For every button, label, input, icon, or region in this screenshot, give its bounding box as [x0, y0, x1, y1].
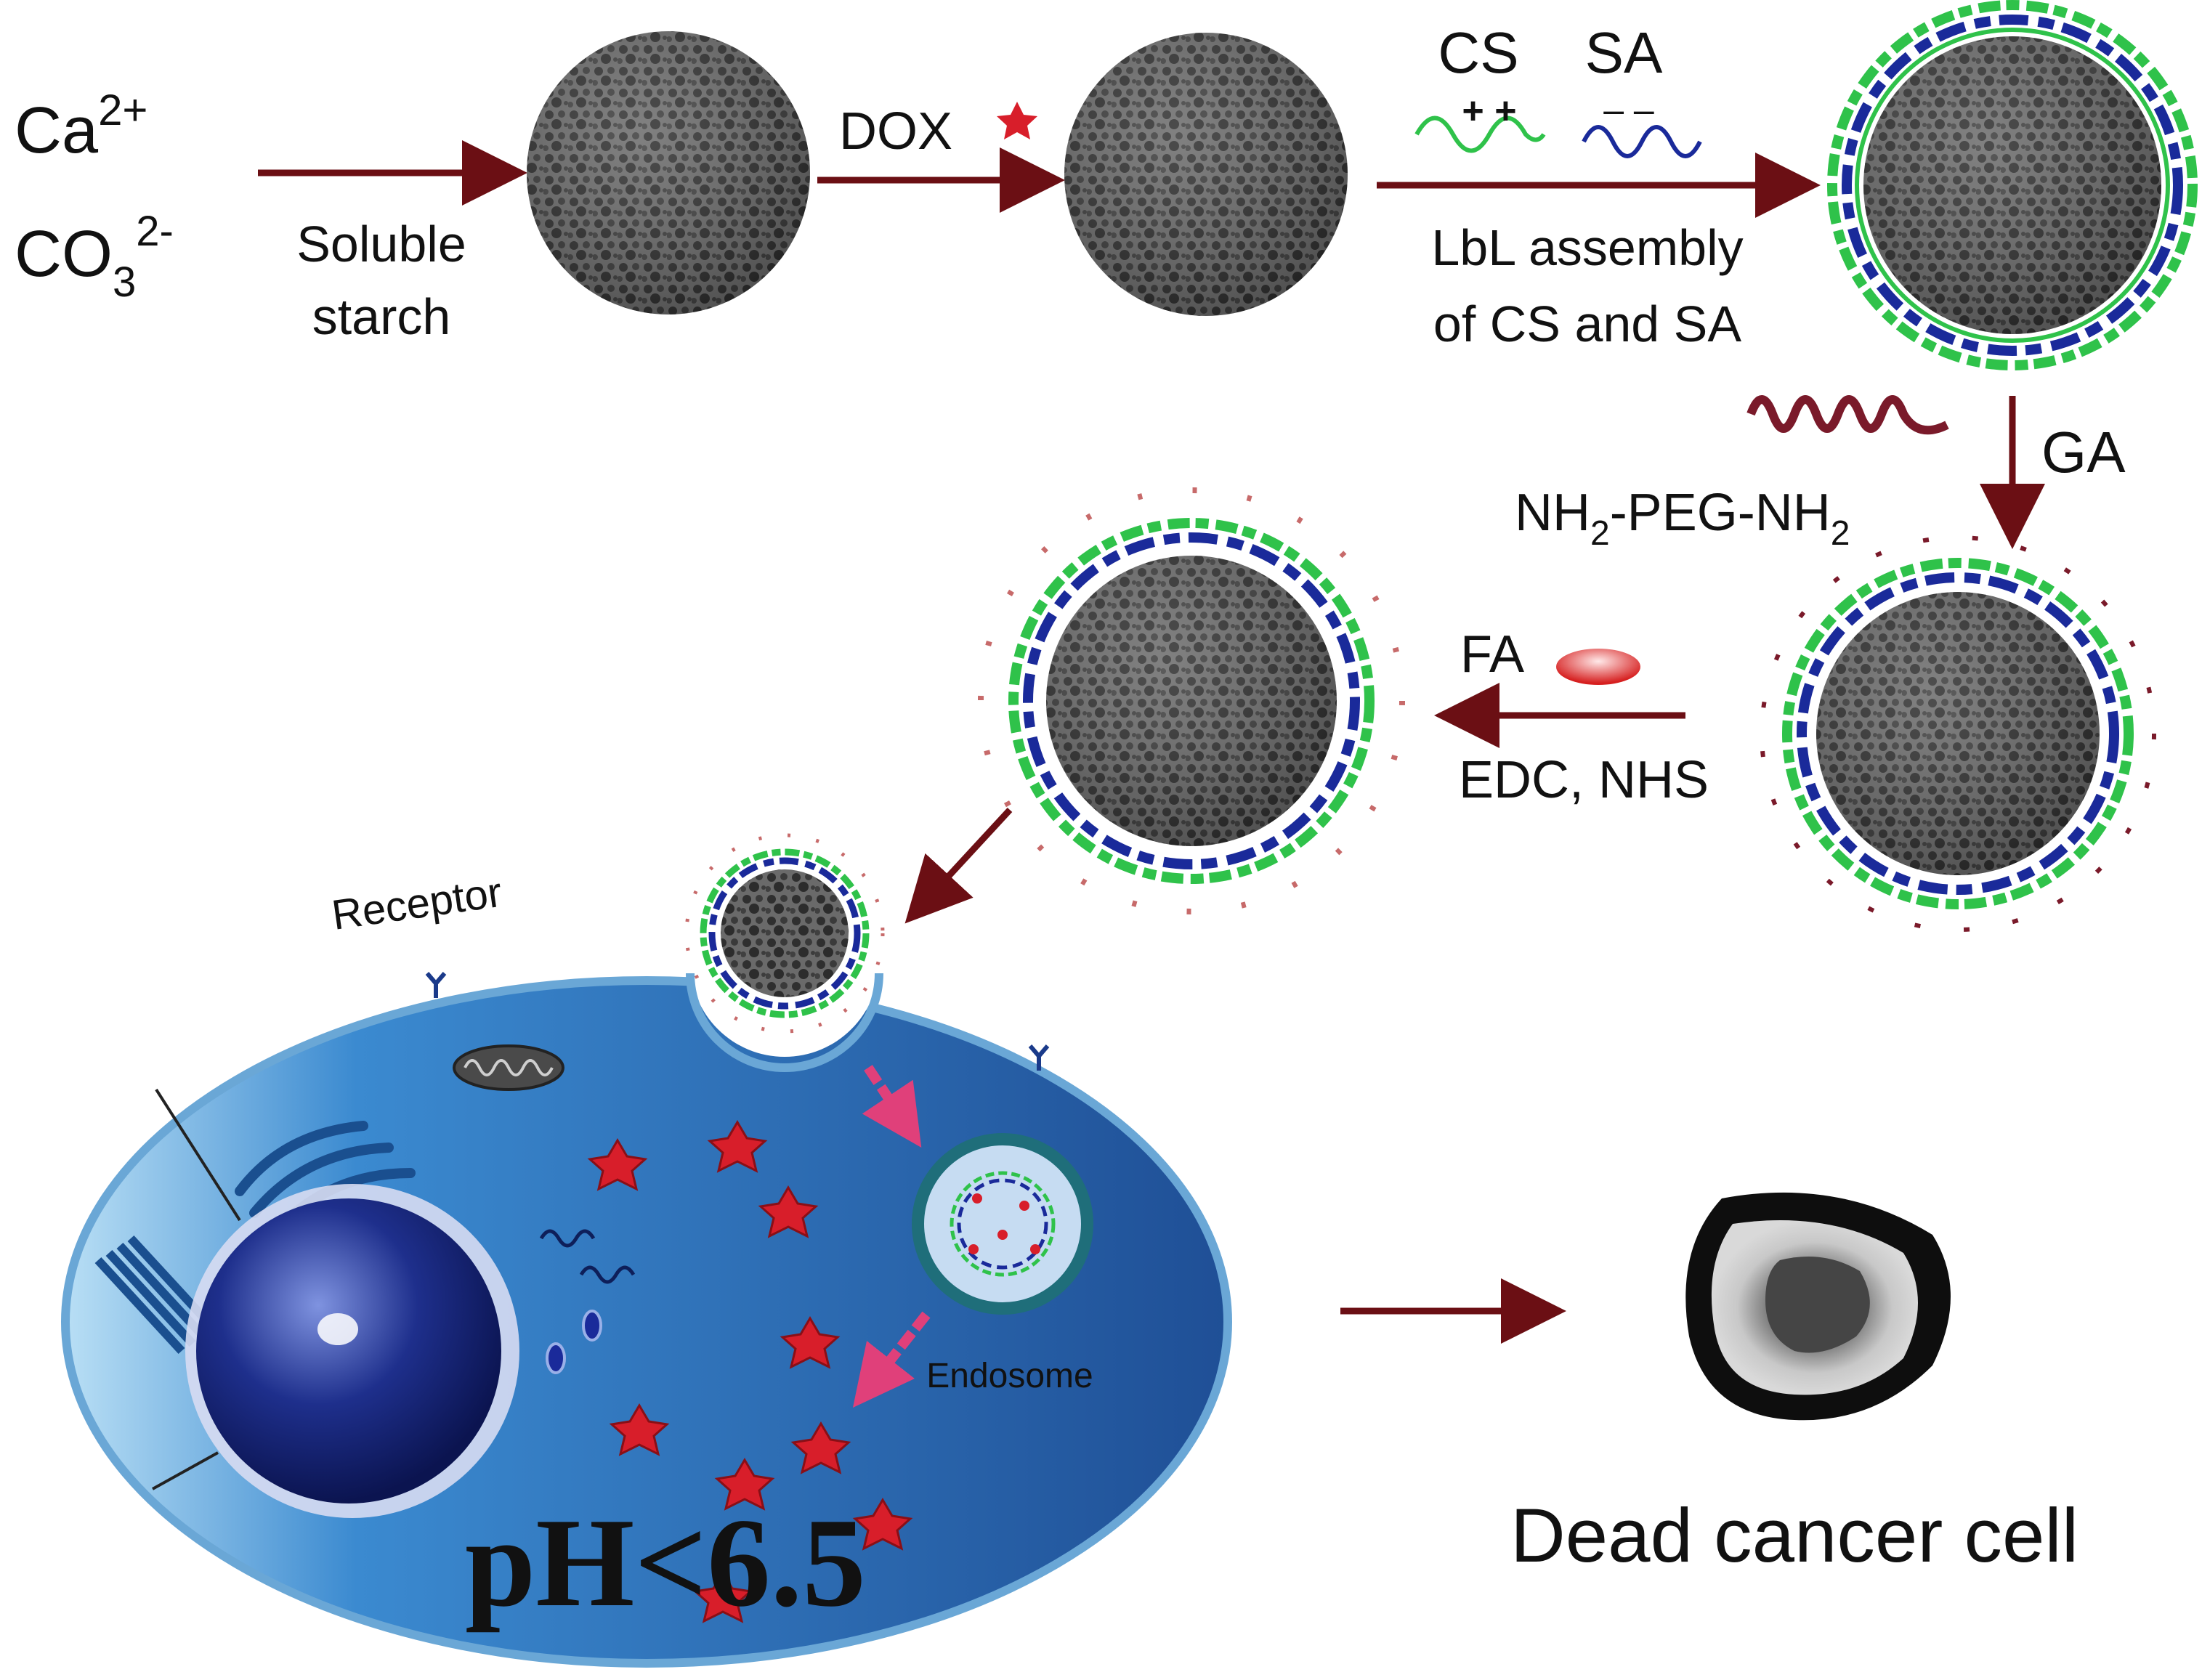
- lbl-assembly-label-line1: LbL assembly: [1431, 219, 1743, 276]
- arrow-to-cell: [904, 807, 1013, 924]
- sa-label: SA: [1585, 20, 1663, 85]
- callout-line-bottom: [152, 1451, 219, 1490]
- fa-modified-particle: [978, 487, 1405, 914]
- alginate-wave-icon: [1582, 125, 1702, 158]
- vesicle-icon: [582, 1310, 602, 1342]
- released-dox: [587, 1120, 913, 1623]
- peg-coil-icon: [1746, 395, 1949, 435]
- chitosan-wave-icon: [1414, 115, 1546, 153]
- vesicle-icon-2: [546, 1342, 566, 1374]
- receptor-icon-right: [1028, 1044, 1050, 1071]
- endosome-label: Endosome: [926, 1357, 1093, 1395]
- carbonate-ion-label: CO32-: [15, 208, 174, 306]
- porous-caco3-core: [527, 31, 810, 315]
- soluble-starch-label-line2: starch: [312, 288, 451, 345]
- soluble-starch-label-line1: Soluble: [296, 216, 466, 272]
- mitochondrion-icon: [453, 1044, 564, 1091]
- cs-charges: + +: [1462, 90, 1516, 132]
- internalizing-nanoparticle: [684, 833, 885, 1034]
- receptor-label: Receptor: [329, 869, 505, 939]
- lbl-assembly-label-line2: of CS and SA: [1433, 296, 1741, 352]
- ga-label: GA: [2041, 420, 2126, 484]
- nucleus: [185, 1184, 519, 1518]
- pink-arrow-down: [862, 1065, 922, 1148]
- cs-sa-coated-particle: [1827, 0, 2198, 370]
- polymer-fragment-icon: [539, 1229, 596, 1248]
- polymer-fragment-icon-2: [579, 1265, 636, 1284]
- calcium-ion-label: Ca2+: [15, 86, 147, 167]
- peg-coated-particle: [1760, 535, 2156, 932]
- pink-arrow-release: [852, 1311, 931, 1408]
- callout-line-top: [155, 1088, 241, 1222]
- dox-star-icon: [997, 102, 1037, 139]
- fa-label: FA: [1460, 625, 1524, 683]
- edc-nhs-label: EDC, NHS: [1459, 751, 1709, 809]
- sa-charges: – –: [1603, 89, 1654, 130]
- folic-acid-icon: [1556, 649, 1640, 685]
- peg-label: NH2-PEG-NH2: [1515, 484, 1850, 553]
- receptor-icon: [425, 972, 447, 998]
- endosome: [912, 1133, 1093, 1315]
- cs-label: CS: [1438, 20, 1518, 85]
- dox-label: DOX: [839, 102, 952, 161]
- ph-condition-label: pH<6.5: [465, 1492, 866, 1633]
- dead-cancer-cell-label: Dead cancer cell: [1510, 1493, 2078, 1578]
- dead-cancer-cell-icon: [1685, 1192, 1951, 1421]
- dox-loaded-core: [1064, 33, 1348, 316]
